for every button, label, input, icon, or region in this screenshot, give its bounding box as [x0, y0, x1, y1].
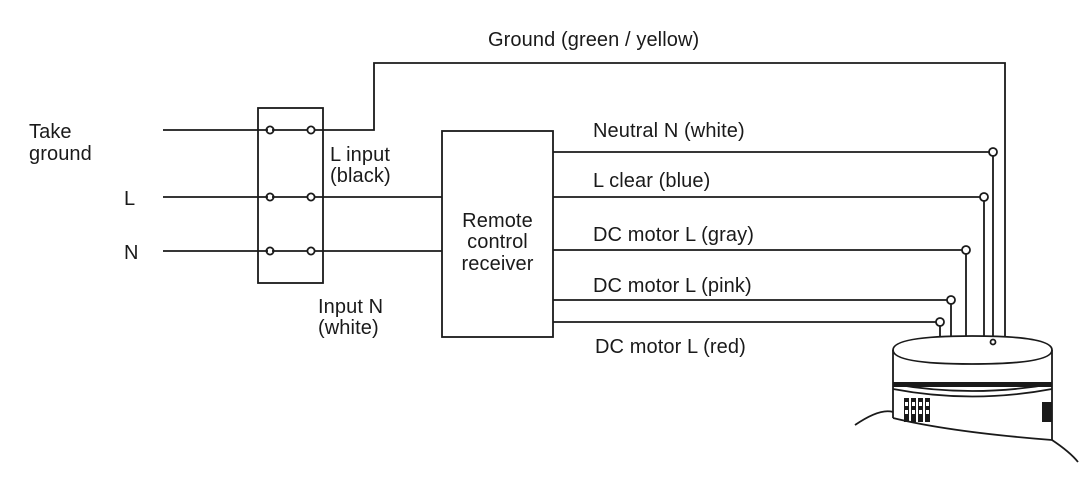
terminal-screw: [306, 246, 316, 256]
terminal-block: [257, 107, 324, 284]
receiver-label-line1: Remote: [462, 210, 533, 232]
l-input-label-line2: (black): [330, 165, 391, 187]
terminal-screw: [265, 125, 275, 135]
terminal-screw: [306, 125, 316, 135]
output-label-l-clear: L clear (blue): [593, 170, 711, 192]
pink-terminal: [946, 295, 956, 305]
terminal-screw: [265, 192, 275, 202]
input-n-label-line2: (white): [318, 317, 379, 339]
receiver-label-line2: control: [467, 231, 528, 253]
take-ground-label-line1: Take: [29, 121, 72, 143]
ground-wire: [314, 62, 1006, 336]
motor-illustration: [854, 335, 1079, 463]
red-terminal: [935, 317, 945, 327]
input-n-label-line1: Input N: [318, 296, 384, 318]
l-clear-terminal: [979, 192, 989, 202]
output-label-gray: DC motor L (gray): [593, 224, 754, 246]
l-label: L: [124, 188, 136, 210]
neutral-terminal: [988, 147, 998, 157]
receiver-box: [441, 130, 554, 338]
n-label: N: [124, 242, 139, 264]
receiver-label-line3: receiver: [461, 253, 534, 275]
terminal-screw: [306, 192, 316, 202]
output-label-red: DC motor L (red): [595, 336, 746, 358]
terminal-screw: [265, 246, 275, 256]
ground-wire-label: Ground (green / yellow): [488, 29, 700, 51]
gray-terminal: [961, 245, 971, 255]
motor-vent-slots: [905, 402, 929, 414]
output-label-neutral: Neutral N (white): [593, 120, 745, 142]
output-label-pink: DC motor L (pink): [593, 275, 752, 297]
take-ground-label-line2: ground: [29, 143, 92, 165]
l-input-label-line1: L input: [330, 144, 391, 166]
